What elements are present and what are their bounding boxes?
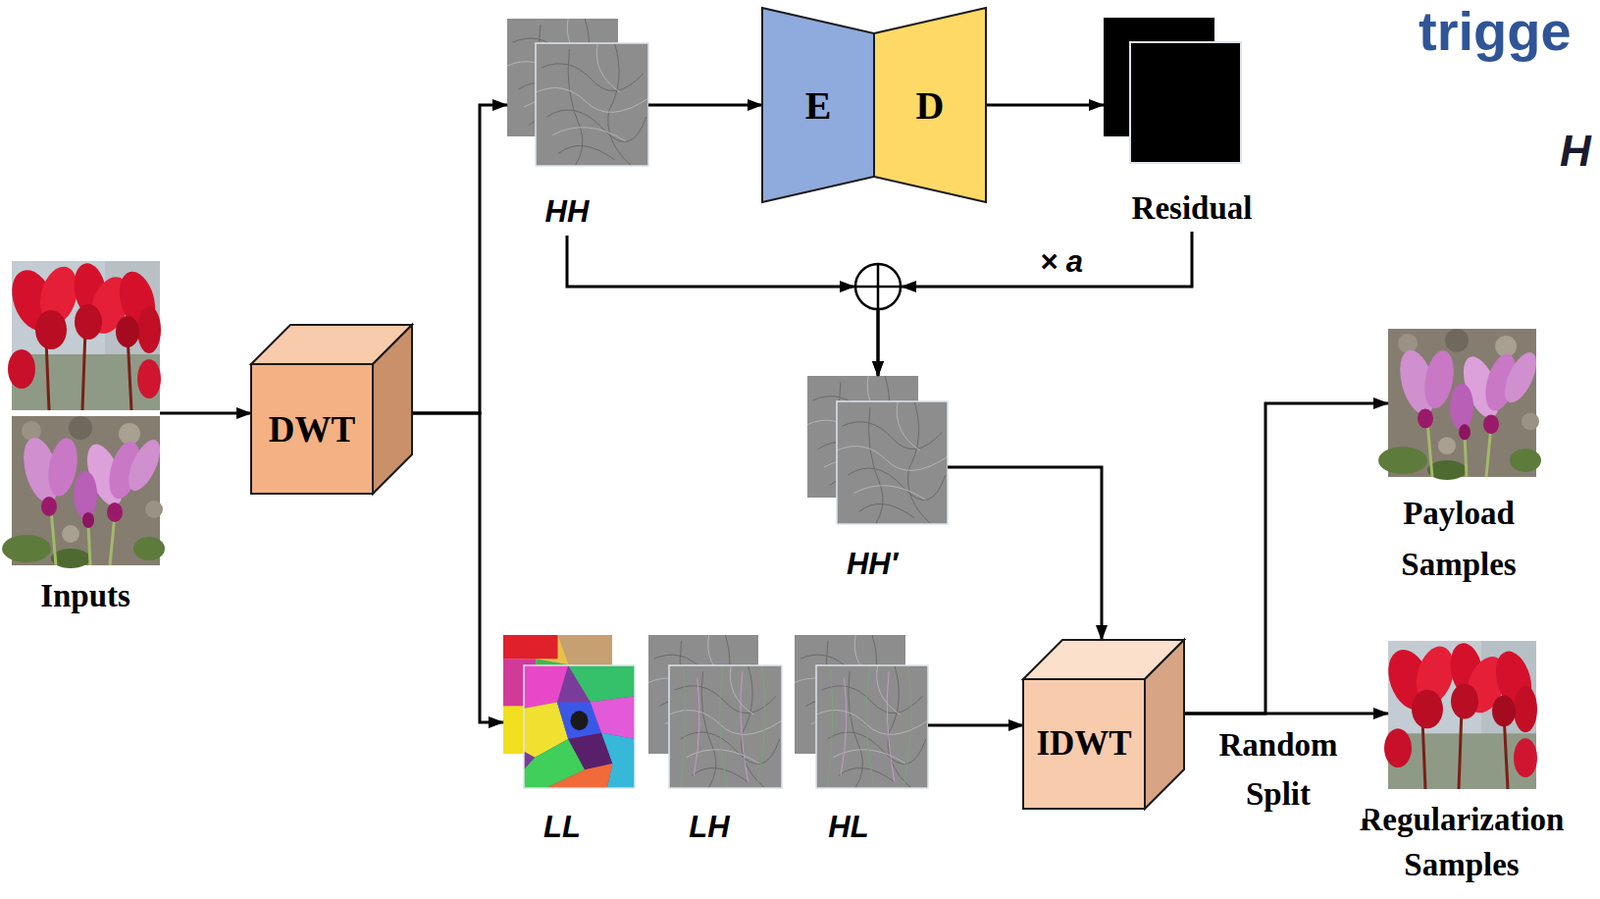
cube-side [372, 324, 413, 494]
flow-arrow [567, 235, 878, 376]
text-holder: D [874, 7, 986, 203]
arrow-head [839, 280, 856, 293]
image-caption: LH [688, 808, 729, 846]
image-node: Inputs [11, 260, 160, 566]
flower-photo [1380, 640, 1538, 789]
image-caption: Residual [1132, 189, 1253, 227]
cube-side [1144, 639, 1185, 809]
text-holder: E [762, 7, 875, 203]
subband-image [535, 43, 649, 166]
cube-front [251, 363, 373, 494]
subband-image [836, 401, 948, 524]
image-caption: HH [545, 193, 590, 231]
text-holder: DWT [251, 363, 373, 494]
trapezoid [762, 7, 875, 203]
flower-photo [1, 415, 167, 568]
transform-cube: IDWT [1023, 639, 1185, 809]
image-caption: HH′ [846, 545, 898, 583]
arrow-head [900, 280, 917, 293]
image-node: HH [507, 18, 649, 166]
text-holder: LL [543, 808, 581, 846]
residual-image [1130, 42, 1241, 163]
text-holder: HL [827, 808, 869, 846]
subband-image [816, 665, 929, 788]
text-holder: LH [688, 808, 729, 846]
flow-arrow [412, 104, 508, 413]
flow-arrow [1184, 403, 1389, 714]
flow-arrow [412, 412, 504, 723]
image-node: LH [648, 634, 782, 788]
block-label: D [916, 82, 945, 129]
block-label: DWT [268, 408, 356, 451]
subband-image [669, 665, 782, 788]
flower-photo [1378, 328, 1544, 480]
image-caption: Regularization Samples [1343, 796, 1580, 887]
image-node: Regularization Samples [1388, 640, 1537, 789]
flow-arrow [648, 103, 763, 107]
image-border [816, 665, 929, 788]
text-holder: Inputs [40, 576, 131, 615]
image-node: HH′ [807, 375, 948, 524]
image-caption: LL [543, 808, 581, 846]
subband-image [523, 665, 635, 788]
flow-arrow [1184, 712, 1389, 716]
sum-circle [855, 263, 901, 310]
trapezoid [874, 7, 986, 203]
text-holder: HH [545, 193, 590, 231]
cut-off-symbol: H [1559, 125, 1592, 177]
image-node: Payload Samples [1388, 328, 1537, 477]
decoder-block: D [874, 7, 986, 203]
flow-arrow [947, 466, 1102, 640]
text-holder: Regularization Samples [1343, 796, 1580, 887]
image-border [523, 665, 635, 788]
encoder-block: E [762, 7, 875, 203]
text-holder: Residual [1132, 189, 1253, 227]
image-border [669, 665, 782, 788]
text-holder: Payload Samples [1365, 487, 1552, 590]
edge-label: Random Split [1190, 720, 1366, 819]
transform-cube: DWT [251, 324, 413, 494]
image-node: LL [503, 634, 635, 788]
flow-arrow [928, 723, 1024, 727]
cut-off-title: trigge [1418, 0, 1572, 63]
cube-front [1023, 678, 1145, 809]
block-label: IDWT [1035, 723, 1132, 764]
flower-photo [3, 260, 161, 411]
edge-label: × a [1035, 243, 1087, 281]
flow-arrow [877, 231, 1192, 376]
image-border [535, 43, 649, 166]
image-caption: Payload Samples [1365, 487, 1552, 590]
image-node: HL [794, 634, 929, 788]
image-node: Residual [1103, 17, 1241, 163]
image-caption: HL [827, 808, 869, 846]
sum-cross [855, 263, 901, 310]
image-caption: Inputs [40, 576, 131, 615]
text-holder: IDWT [1023, 678, 1145, 809]
flow-arrow [159, 412, 252, 415]
flow-arrow [985, 103, 1104, 107]
image-border [836, 401, 948, 524]
text-holder: HH′ [846, 545, 898, 583]
block-label: E [805, 82, 832, 129]
